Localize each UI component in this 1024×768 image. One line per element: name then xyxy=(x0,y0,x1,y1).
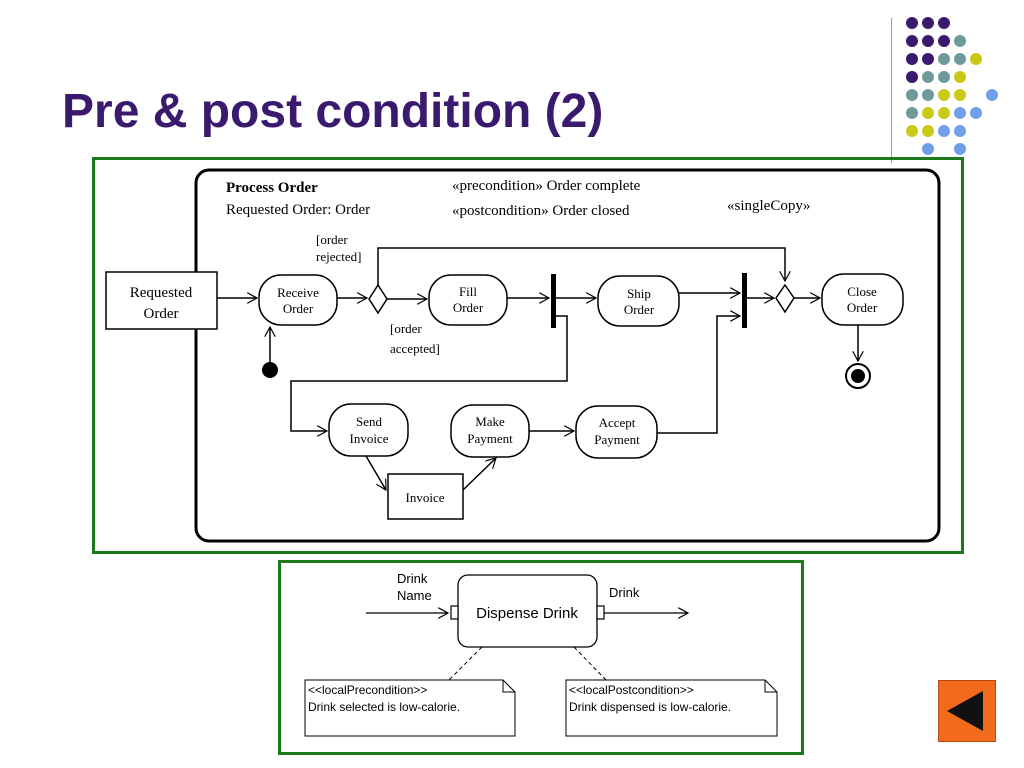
activity-boundary xyxy=(194,168,941,543)
output-pin-label: Drink xyxy=(609,585,640,600)
requested-order-label-1: Requested xyxy=(130,285,193,301)
send-invoice-label-2: Invoice xyxy=(350,431,389,446)
dispense-drink-label: Dispense Drink xyxy=(476,605,578,622)
post-note-anchor xyxy=(573,646,607,681)
fill-order-label-2: Order xyxy=(453,300,484,315)
local-precondition-note-fold xyxy=(502,680,515,693)
fill-order-label-1: Fill xyxy=(459,284,477,299)
precondition-label: «precondition» Order complete xyxy=(452,178,641,194)
activity-parameter: Requested Order: Order xyxy=(226,202,370,218)
ship-order-action xyxy=(597,275,680,327)
activity-name: Process Order xyxy=(226,180,318,196)
make-payment-label-2: Payment xyxy=(467,431,513,446)
guard-accepted-2: accepted] xyxy=(390,341,440,356)
slide-title: Pre & post condition (2) xyxy=(62,85,604,138)
guard-rejected-2: rejected] xyxy=(316,249,361,264)
activity-diagram-frame xyxy=(92,157,964,554)
decorative-divider xyxy=(891,18,892,163)
send-invoice-action xyxy=(328,403,409,457)
guard-accepted-1: [order xyxy=(390,321,422,336)
invoice-object xyxy=(387,473,464,520)
fill-order-action xyxy=(428,274,508,326)
requested-order-node xyxy=(105,271,218,330)
requested-order-label-2: Order xyxy=(144,306,179,322)
accept-payment-action xyxy=(575,405,658,459)
pre-note-anchor xyxy=(448,646,483,681)
ship-order-label-2: Order xyxy=(624,302,655,317)
input-pin-label-2: Name xyxy=(397,588,432,603)
output-pin xyxy=(596,605,605,620)
accept-payment-label-2: Payment xyxy=(594,432,640,447)
flow-accept-to-join xyxy=(657,316,740,434)
flow-invoice-to-make-payment xyxy=(462,458,496,491)
make-payment-label-1: Make xyxy=(475,414,505,429)
decorative-dot-grid xyxy=(906,17,998,155)
local-precondition-text: Drink selected is low-calorie. xyxy=(308,700,460,714)
receive-order-action xyxy=(258,274,338,326)
receive-order-label-2: Order xyxy=(283,301,314,316)
send-invoice-label-1: Send xyxy=(356,414,383,429)
input-pin-label-1: Drink xyxy=(397,571,428,586)
flow-send-to-invoice xyxy=(365,455,387,490)
ship-order-label-1: Ship xyxy=(627,286,651,301)
local-postcondition-note xyxy=(565,679,778,737)
local-postcondition-text: Drink dispensed is low-calorie. xyxy=(569,700,731,714)
dispense-drink-frame xyxy=(278,560,804,755)
accept-payment-label-1: Accept xyxy=(599,415,636,430)
close-order-label-2: Order xyxy=(847,300,878,315)
local-precondition-stereotype: <<localPrecondition>> xyxy=(308,683,427,697)
close-order-label-1: Close xyxy=(847,284,877,299)
join-bar xyxy=(742,273,747,328)
invoice-object-label: Invoice xyxy=(406,490,445,505)
guard-rejected-1: [order xyxy=(316,232,348,247)
local-postcondition-stereotype: <<localPostcondition>> xyxy=(569,683,694,697)
fork-bar xyxy=(551,274,556,328)
merge-node xyxy=(775,283,795,314)
flow-rejected xyxy=(377,247,785,285)
previous-slide-button[interactable] xyxy=(938,680,996,742)
input-pin xyxy=(450,605,459,620)
initial-node xyxy=(262,362,278,378)
decision-node xyxy=(368,283,388,315)
local-precondition-note xyxy=(304,679,516,737)
close-order-action xyxy=(821,273,904,326)
local-postcondition-note-fold xyxy=(764,680,777,693)
single-copy-stereotype: «singleCopy» xyxy=(727,198,810,214)
final-node-inner xyxy=(851,369,865,383)
flow-fork-to-send-invoice xyxy=(290,315,568,431)
receive-order-label-1: Receive xyxy=(277,285,319,300)
triangle-left-icon xyxy=(947,691,983,731)
postcondition-label: «postcondition» Order closed xyxy=(452,203,630,219)
